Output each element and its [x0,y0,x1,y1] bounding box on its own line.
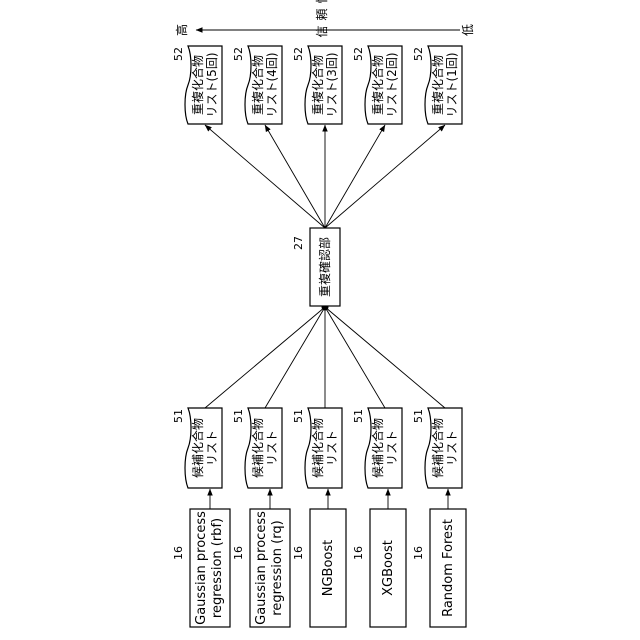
candidate-lists: 候補化合物リスト51候補化合物リスト51候補化合物リスト51候補化合物リスト51… [172,408,462,488]
model-label-line-1: Gaussian process [194,511,209,625]
document-label-line-1: 重複化合物 [190,55,205,115]
ref-numeral-51: 51 [352,409,365,423]
ref-numeral-16: 16 [412,546,425,560]
ref-numeral-16: 16 [352,546,365,560]
document-label-line-1: 重複化合物 [370,55,385,115]
candidate-list-4: 候補化合物リスト 51 [352,408,402,488]
document-label-line-2: リスト(3回) [325,53,339,118]
checker-label: 重複確認部 [317,237,332,297]
document-label-line-2: リスト [265,430,279,466]
ref-numeral-27: 27 [292,236,305,250]
document-label-line-1: 重複化合物 [310,55,325,115]
model-label: XGBoost [381,540,396,596]
checker-to-list-arrow [205,125,325,228]
document-label-line-1: 候補化合物 [250,418,265,478]
ref-numeral-16: 16 [172,546,185,560]
candidate-list-3: 候補化合物リスト 51 [292,408,342,488]
document-label-line-1: 候補化合物 [430,418,445,478]
document-label-line-2: リスト(1回) [445,53,459,118]
document-label-line-2: リスト(5回) [205,53,219,118]
duplicate-list-1: 重複化合物リスト(5回) 52 [172,46,222,124]
list-to-checker-line [205,307,325,408]
ref-numeral-51: 51 [172,409,185,423]
list-to-checker-line [325,307,385,408]
duplicate-list-2: 重複化合物リスト(4回) 52 [232,46,282,124]
model-box-gpr-rbf: Gaussian process regression (rbf) [190,509,230,627]
candidate-list-1: 候補化合物リスト 51 [172,408,222,488]
reliability-title: 信頼性 [315,0,329,38]
document-label-line-1: 候補化合物 [190,418,205,478]
checker-to-list-arrow [265,125,325,228]
document-label-line-2: リスト(4回) [265,53,279,118]
document-label-line-1: 重複化合物 [430,55,445,115]
model-label-line-2: regression (rq) [270,520,285,615]
reliability-scale: 高 低 信頼性 [174,0,475,38]
document-label-line-1: 重複化合物 [250,55,265,115]
checker-to-list-arrow [325,125,385,228]
ref-numeral-51: 51 [412,409,425,423]
model-label: NGBoost [321,540,336,597]
document-label-line-2: リスト [445,430,459,466]
model-label: Random Forest [441,519,456,617]
duplicate-list-3: 重複化合物リスト(3回) 52 [292,46,342,124]
document-label-line-2: リスト [385,430,399,466]
candidate-list-2: 候補化合物リスト 51 [232,408,282,488]
reliability-low-label: 低 [461,24,475,36]
checker-to-list-arrow [325,125,445,228]
ref-numeral-52: 52 [352,47,365,61]
model-box-gpr-rq: Gaussian process regression (rq) [250,509,290,627]
document-label-line-1: 候補化合物 [310,418,325,478]
model-box-ngboost: NGBoost [310,509,346,627]
model-label-line-2: regression (rbf) [210,518,225,618]
document-label-line-1: 候補化合物 [370,418,385,478]
ref-numeral-52: 52 [232,47,245,61]
duplicate-lists: 重複化合物リスト(5回)52重複化合物リスト(4回)52重複化合物リスト(3回)… [172,46,462,124]
list-to-checker-line [265,307,325,408]
ref-numeral-51: 51 [292,409,305,423]
ref-numeral-52: 52 [172,47,185,61]
ref-numeral-52: 52 [292,47,305,61]
ref-numeral-16: 16 [292,546,305,560]
document-label-line-2: リスト [205,430,219,466]
model-box-xgboost: XGBoost [370,509,406,627]
document-label-line-2: リスト [325,430,339,466]
list-to-checker-line [325,307,445,408]
model-box-random-forest: Random Forest [430,509,466,627]
duplicate-list-5: 重複化合物リスト(1回) 52 [412,46,462,124]
model-label-line-1: Gaussian process [254,511,269,625]
duplicate-checker-box: 重複確認部 [310,228,340,306]
duplicate-list-4: 重複化合物リスト(2回) 52 [352,46,402,124]
ref-numeral-16: 16 [232,546,245,560]
ref-numeral-51: 51 [232,409,245,423]
candidate-list-5: 候補化合物リスト 51 [412,408,462,488]
reliability-high-label: 高 [174,24,189,36]
ref-numeral-52: 52 [412,47,425,61]
document-label-line-2: リスト(2回) [385,53,399,118]
